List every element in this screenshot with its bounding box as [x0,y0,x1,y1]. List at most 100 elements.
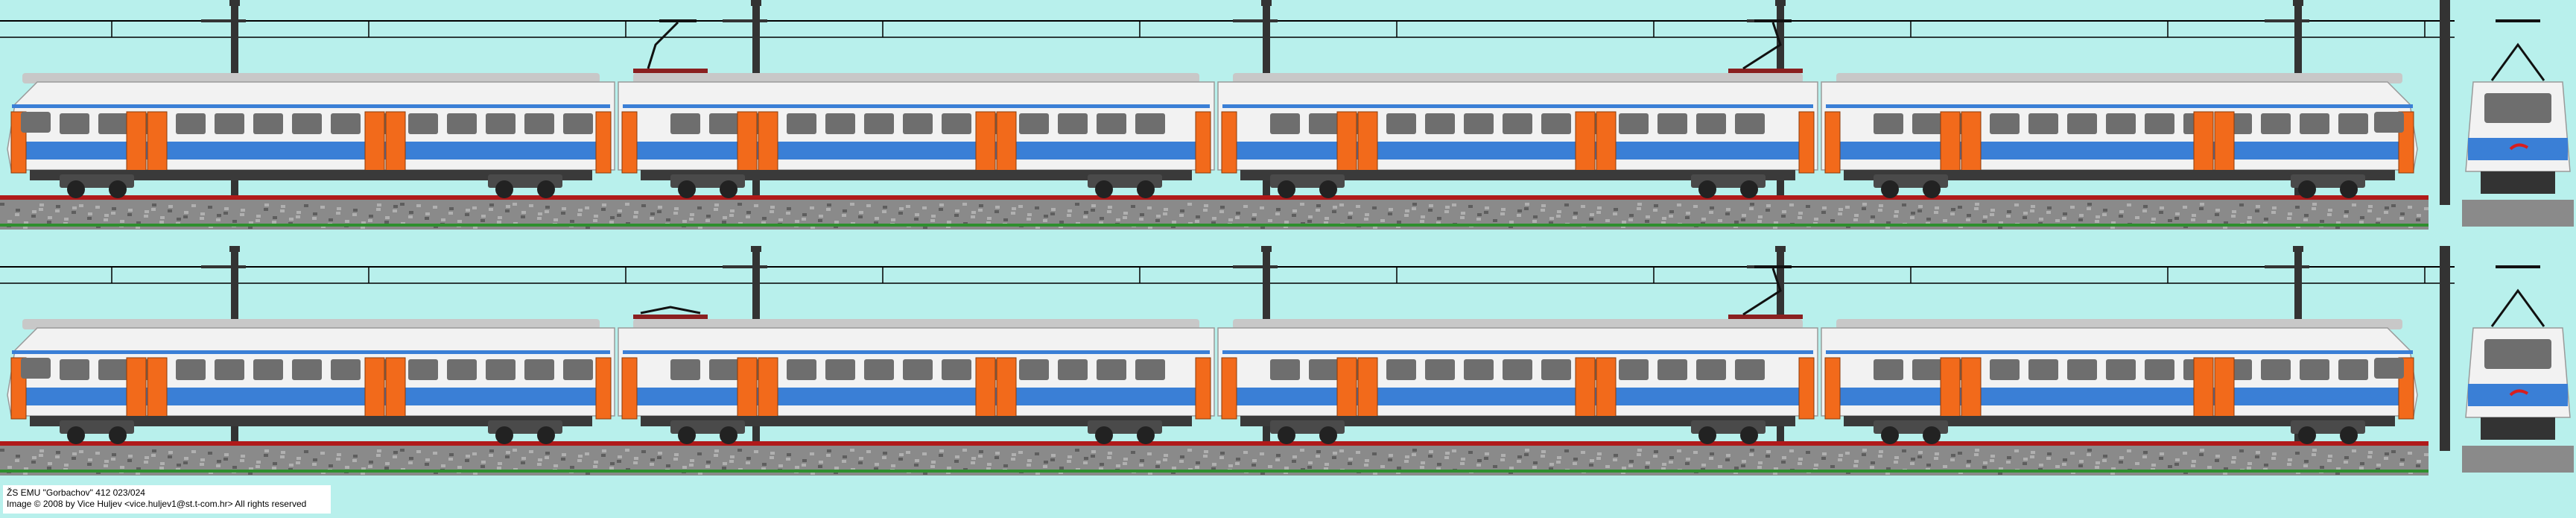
car-window [1990,113,2020,134]
pantograph-icon [633,19,708,73]
car-window [2028,113,2058,134]
train-car [618,73,1215,198]
car-window [1464,359,1494,380]
car-door [1357,357,1378,424]
car-window [563,359,593,380]
car-door [126,357,147,424]
pantograph-icon [1728,19,1803,73]
car-window [2028,359,2058,380]
car-window [486,113,515,134]
car-door [1961,357,1982,424]
car-window [1425,113,1455,134]
end-door [595,111,612,174]
bogie [670,420,745,444]
car-window [1657,113,1687,134]
car-door [758,357,778,424]
car-window [1019,359,1049,380]
car-door [996,357,1017,424]
wheel [2340,426,2358,444]
livery-band [12,142,610,159]
grass-edge [0,470,2429,473]
livery-band [1222,142,1813,159]
grass-edge [0,224,2429,227]
wheel [1095,180,1113,198]
front-bogie [2481,171,2555,194]
upper-stripe [1826,104,2413,108]
cab-window [2374,358,2404,379]
undercarriage [1240,416,1795,426]
car-window [176,113,206,134]
car-door [147,111,168,178]
car-window [524,359,554,380]
car-window [253,113,283,134]
car-window [1425,359,1455,380]
car-window [292,359,322,380]
wheel [537,426,555,444]
car-door [975,357,996,424]
train-car [7,73,615,198]
bogie [1691,174,1766,198]
car-door [2193,111,2214,178]
car-window [1503,359,1532,380]
bogie [1088,420,1162,444]
car-window [942,113,971,134]
wheel [1095,426,1113,444]
car-window [447,113,477,134]
car-window [2067,359,2097,380]
car-window [1657,359,1687,380]
end-door [621,111,638,174]
car-roof [1836,73,2402,83]
car-door [1596,111,1617,178]
undercarriage [1844,416,2395,426]
car-door [385,357,406,424]
car-window [1309,359,1339,380]
train-car [618,319,1215,444]
bogie [1691,420,1766,444]
car-window [1097,359,1126,380]
end-door [1195,357,1211,420]
train-car [7,319,615,444]
car-window [787,359,816,380]
car-door [1940,111,1961,178]
car-window [1619,113,1649,134]
car-window [709,359,739,380]
bogie [60,420,134,444]
livery-band [1826,388,2413,405]
car-door [364,111,385,178]
car-window [1058,113,1088,134]
wheel [67,426,85,444]
caption-title: ŽS EMU "Gorbachov" 412 023/024 [7,487,145,498]
car-window [825,113,855,134]
end-door [1195,111,1211,174]
car-window [864,113,894,134]
car-window [1309,113,1339,134]
car-window [1696,113,1726,134]
wheel [67,180,85,198]
front-windshield [2484,339,2551,369]
train-car [1821,319,2418,444]
wheel [495,180,513,198]
end-door [595,357,612,420]
bogie [1088,174,1162,198]
car-door [1575,111,1596,178]
car-window [864,359,894,380]
end-door [621,357,638,420]
car-window [1097,113,1126,134]
train-car [1217,73,1818,198]
catenary-mast-icon [2440,0,2450,205]
train-rows [0,0,2574,476]
cab-window [21,112,51,133]
car-window [787,113,816,134]
wheel [1698,426,1716,444]
car-window [408,113,438,134]
car-window [215,359,244,380]
upper-stripe [623,104,1210,108]
wheel [2298,180,2316,198]
rail [0,441,2429,446]
car-roof [633,73,1199,83]
car-door [385,111,406,178]
car-roof [633,319,1199,329]
car-window [2300,113,2329,134]
car-window [60,113,89,134]
